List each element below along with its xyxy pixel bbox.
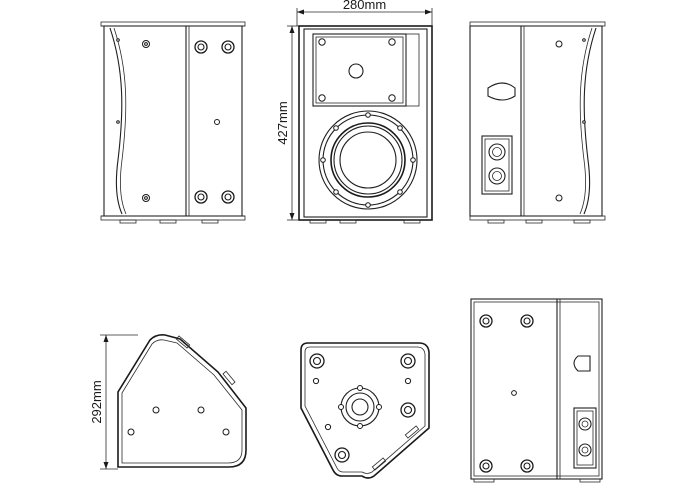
wedge-rear-view xyxy=(470,298,603,483)
rear-side-view xyxy=(469,21,606,224)
depth-dimension-label: 292mm xyxy=(89,380,104,423)
wedge-front-view xyxy=(300,342,430,479)
side-view-left xyxy=(100,21,246,224)
front-view: 280mm 427mm xyxy=(275,0,433,224)
width-dimension-label: 280mm xyxy=(343,0,386,12)
wedge-side-view: 292mm xyxy=(89,334,247,470)
height-dimension-label: 427mm xyxy=(275,101,290,144)
